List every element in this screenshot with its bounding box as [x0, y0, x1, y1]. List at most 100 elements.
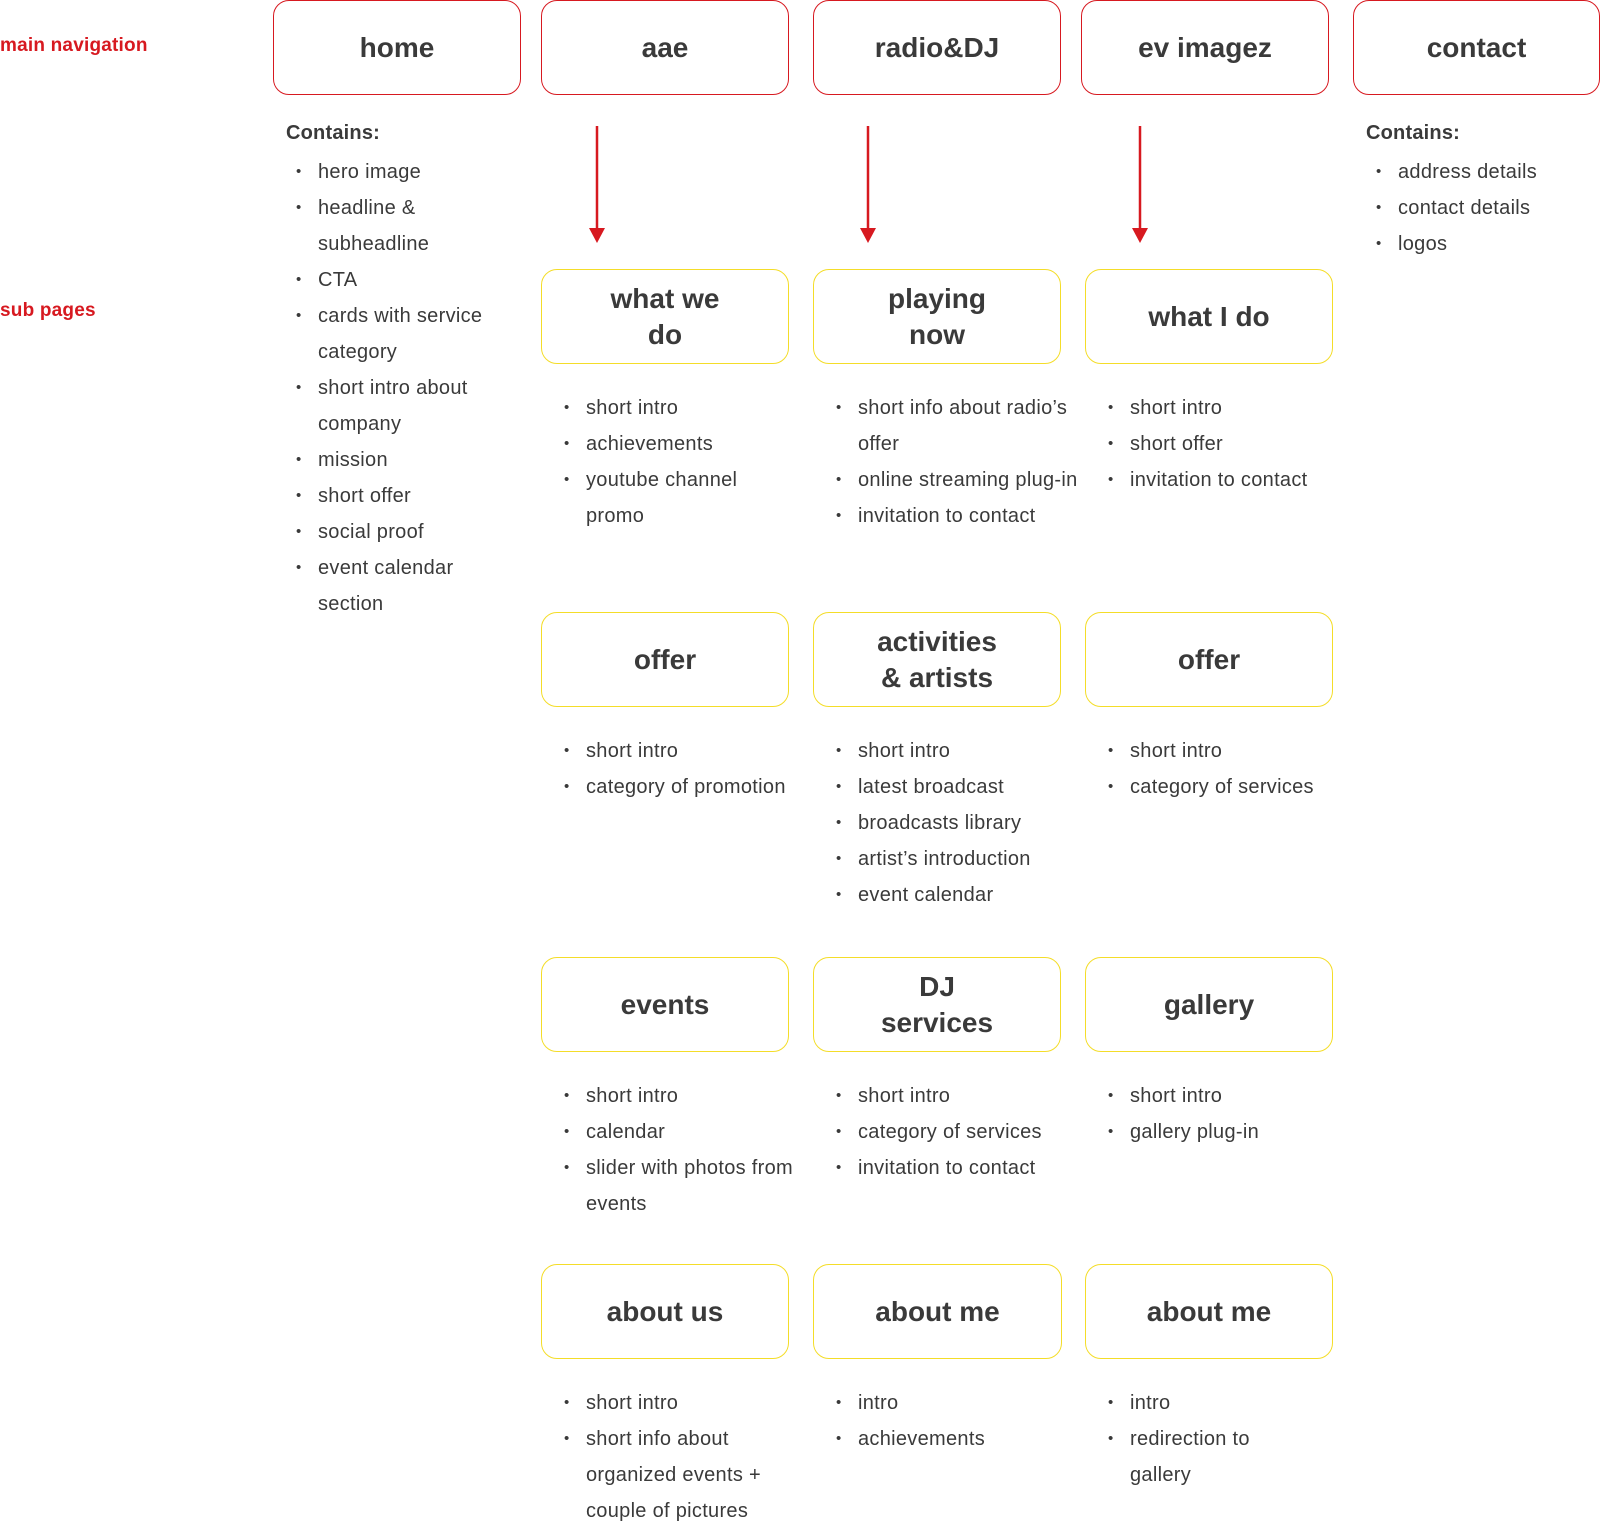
home-contains-heading: Contains:	[286, 122, 381, 144]
subpage-title: about me	[875, 1295, 1000, 1327]
subpage-title: offer	[633, 643, 697, 675]
arrow-down-icon	[860, 126, 876, 243]
list-item: event calendar section	[288, 550, 518, 622]
list-item: category of services	[828, 1114, 1078, 1150]
list-item: headline & subheadline	[288, 190, 518, 262]
sub-pages-label: sub pages	[0, 300, 96, 321]
list-item: artist’s introduction	[828, 841, 1078, 877]
list-item: short info about radio’s offer	[828, 390, 1078, 462]
nav-aae-label: aae	[641, 31, 689, 63]
what-we-do-list: short intro achievements youtube channel…	[556, 390, 796, 534]
events-list: short intro calendar slider with photos …	[556, 1078, 796, 1222]
main-navigation-label: main navigation	[0, 35, 148, 56]
nav-contact-label: contact	[1426, 31, 1527, 63]
dj-services-list: short intro category of services invitat…	[828, 1078, 1078, 1186]
list-item: latest broadcast	[828, 769, 1078, 805]
subpage-activities-artists[interactable]: activities & artists	[813, 612, 1061, 707]
list-item: gallery plug-in	[1100, 1114, 1350, 1150]
subpage-offer-ev[interactable]: offer	[1085, 612, 1333, 707]
list-item: short intro	[556, 733, 796, 769]
list-item: broadcasts library	[828, 805, 1078, 841]
list-item: invitation to contact	[828, 1150, 1078, 1186]
subpage-title: do	[647, 318, 683, 350]
list-item: short intro	[828, 733, 1078, 769]
subpage-title: now	[908, 318, 965, 350]
list-item: redirection to gallery	[1100, 1421, 1300, 1493]
list-item: short intro	[556, 390, 796, 426]
subpage-title: events	[620, 988, 710, 1020]
subpage-title: about me	[1146, 1295, 1272, 1327]
list-item: event calendar	[828, 877, 1078, 913]
list-item: youtube channel promo	[556, 462, 796, 534]
subpage-about-me-radio[interactable]: about me	[813, 1264, 1062, 1359]
list-item: intro	[1100, 1385, 1300, 1421]
subpage-about-me-ev[interactable]: about me	[1085, 1264, 1333, 1359]
nav-radio-dj[interactable]: radio&DJ	[813, 0, 1061, 95]
about-us-list: short intro short info about organized e…	[556, 1385, 796, 1529]
nav-contact[interactable]: contact	[1353, 0, 1600, 95]
list-item: short intro	[556, 1078, 796, 1114]
subpage-what-i-do[interactable]: what I do	[1085, 269, 1333, 364]
subpage-title: activities	[877, 625, 997, 657]
subpage-events[interactable]: events	[541, 957, 789, 1052]
list-item: mission	[288, 442, 518, 478]
list-item: calendar	[556, 1114, 796, 1150]
subpage-title: DJ	[919, 970, 955, 1002]
subpage-title: what we	[610, 282, 720, 314]
subpage-title: gallery	[1163, 988, 1255, 1020]
list-item: short info about organized events + coup…	[556, 1421, 796, 1529]
gallery-list: short intro gallery plug-in	[1100, 1078, 1350, 1150]
home-contains-list: hero image headline & subheadline CTA ca…	[288, 154, 518, 622]
subpage-title: playing	[887, 282, 986, 314]
list-item: short intro	[556, 1385, 796, 1421]
subpage-title: & artists	[880, 661, 994, 693]
subpage-dj-services[interactable]: DJ services	[813, 957, 1061, 1052]
arrow-down-icon	[589, 126, 605, 243]
list-item: invitation to contact	[1100, 462, 1350, 498]
playing-now-list: short info about radio’s offer online st…	[828, 390, 1078, 534]
subpage-title: what I do	[1148, 300, 1270, 332]
nav-home[interactable]: home	[273, 0, 521, 95]
arrow-down-icon	[1132, 126, 1148, 243]
list-item: contact details	[1368, 190, 1598, 226]
activities-artists-list: short intro latest broadcast broadcasts …	[828, 733, 1078, 913]
list-item: logos	[1368, 226, 1598, 262]
subpage-gallery[interactable]: gallery	[1085, 957, 1333, 1052]
list-item: short intro	[1100, 390, 1350, 426]
subpage-title: offer	[1177, 643, 1241, 675]
list-item: achievements	[556, 426, 796, 462]
list-item: social proof	[288, 514, 518, 550]
list-item: short offer	[288, 478, 518, 514]
about-me-ev-list: intro redirection to gallery	[1100, 1385, 1300, 1493]
list-item: hero image	[288, 154, 518, 190]
what-i-do-list: short intro short offer invitation to co…	[1100, 390, 1350, 498]
list-item: address details	[1368, 154, 1598, 190]
list-item: online streaming plug-in	[828, 462, 1078, 498]
list-item: CTA	[288, 262, 518, 298]
list-item: achievements	[828, 1421, 1078, 1457]
list-item: short intro	[1100, 1078, 1350, 1114]
nav-radio-dj-label: radio&DJ	[874, 31, 1000, 63]
nav-home-label: home	[359, 31, 435, 63]
list-item: category of services	[1100, 769, 1350, 805]
offer-ev-list: short intro category of services	[1100, 733, 1350, 805]
offer-aae-list: short intro category of promotion	[556, 733, 796, 805]
list-item: intro	[828, 1385, 1078, 1421]
list-item: slider with photos from events	[556, 1150, 796, 1222]
list-item: invitation to contact	[828, 498, 1078, 534]
subpage-offer-aae[interactable]: offer	[541, 612, 789, 707]
subpage-about-us[interactable]: about us	[541, 1264, 789, 1359]
nav-ev-imagez[interactable]: ev imagez	[1081, 0, 1329, 95]
about-me-radio-list: intro achievements	[828, 1385, 1078, 1457]
contact-contains-heading: Contains:	[1366, 122, 1461, 144]
subpage-playing-now[interactable]: playing now	[813, 269, 1061, 364]
subpage-what-we-do[interactable]: what we do	[541, 269, 789, 364]
list-item: short intro	[1100, 733, 1350, 769]
nav-aae[interactable]: aae	[541, 0, 789, 95]
subpage-title: services	[880, 1006, 994, 1038]
list-item: cards with service category	[288, 298, 518, 370]
contact-contains-list: address details contact details logos	[1368, 154, 1598, 262]
list-item: short intro about company	[288, 370, 518, 442]
list-item: short intro	[828, 1078, 1078, 1114]
list-item: category of promotion	[556, 769, 796, 805]
